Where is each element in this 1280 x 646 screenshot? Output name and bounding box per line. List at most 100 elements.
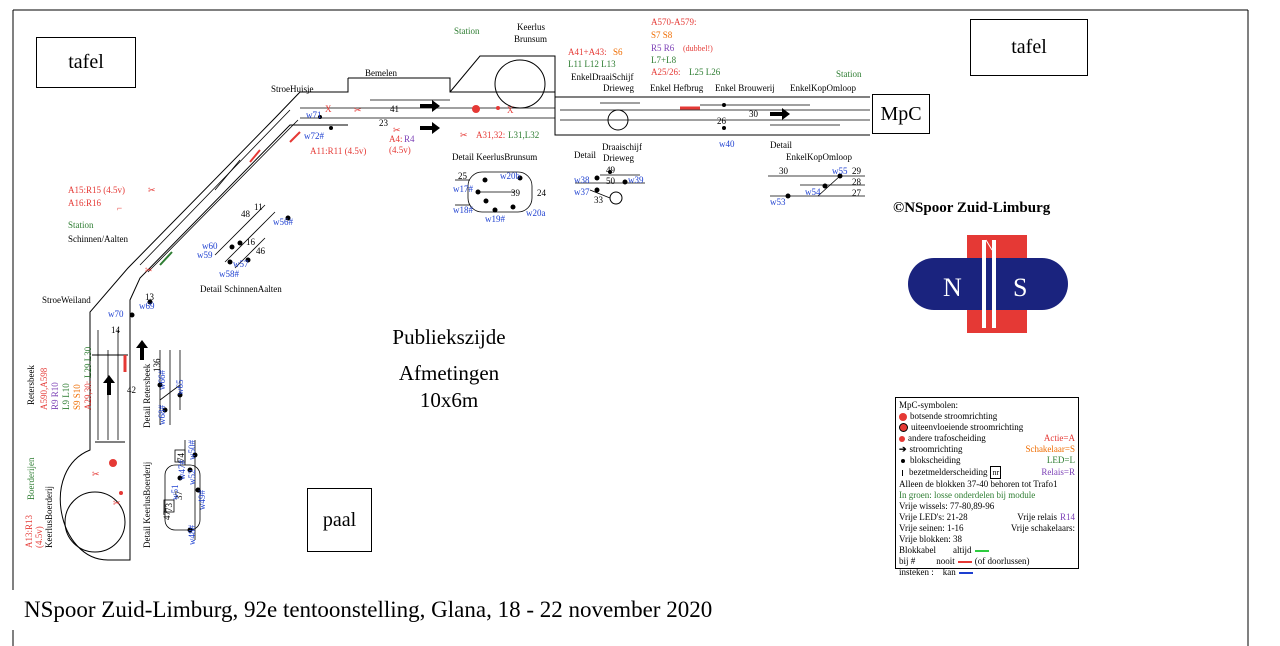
tafel-label: tafel bbox=[1011, 36, 1047, 58]
annotation-a570: A570-A579: bbox=[651, 17, 697, 27]
legend-text: Vrije LED's: 21-28 bbox=[899, 512, 968, 522]
svg-text:X: X bbox=[325, 104, 332, 114]
cable-green-swatch bbox=[974, 549, 989, 552]
annotation-ret-s: S9 S10 bbox=[72, 384, 82, 410]
block-number: 29 bbox=[852, 166, 862, 176]
wissel-label: w40 bbox=[719, 139, 735, 149]
wissel-label: w65 bbox=[175, 379, 185, 395]
track-lines bbox=[97, 99, 870, 440]
block-number: 33 bbox=[594, 195, 604, 205]
nr-box: nr bbox=[990, 466, 1002, 479]
label-station-top: Station bbox=[454, 26, 480, 36]
block-number: 30 bbox=[749, 109, 759, 119]
annotation-l11: L11 L12 L13 bbox=[568, 59, 616, 69]
detail-draaischijf-title: Detail bbox=[574, 150, 596, 160]
wissel-label: w58# bbox=[219, 269, 239, 279]
annotation-l7: L7+L8 bbox=[651, 55, 677, 65]
wissel-label: w70 bbox=[108, 309, 124, 319]
legend-text: nooit bbox=[936, 556, 955, 566]
block-number: 28 bbox=[852, 177, 862, 187]
legend-key: Actie=A bbox=[1043, 433, 1075, 443]
legend-item: Vrije seinen: 1-16 Vrije schakelaars: bbox=[899, 523, 1075, 534]
wissel-label: w68# bbox=[157, 405, 167, 425]
label-station-left: Station bbox=[68, 220, 94, 230]
wissel-label: w20a bbox=[526, 208, 546, 218]
legend-title: MpC-symbolen: bbox=[899, 400, 959, 410]
legend-text: Blokkabel bbox=[899, 545, 936, 555]
legend-key: Relais=R bbox=[1041, 467, 1075, 477]
turntable-icon bbox=[609, 191, 623, 205]
annotation-ret-a29: A29,30: bbox=[83, 381, 93, 410]
annotation-ret-r: R9 R10 bbox=[50, 382, 60, 410]
legend-note: Vrije wissels: 77-80,89-96 bbox=[899, 501, 995, 511]
annotation-a25: A25/26: bbox=[651, 67, 681, 77]
annotation-s7: S7 S8 bbox=[651, 30, 673, 40]
annotation-dubbel: (dubbel!) bbox=[683, 44, 713, 53]
annotation-r5: R5 R6 bbox=[651, 43, 675, 53]
center-line: 10x6m bbox=[419, 388, 479, 412]
svg-text:⌐: ⌐ bbox=[117, 203, 122, 213]
annotation-a11: A11:R11 (4.5v) bbox=[310, 146, 366, 156]
legend-text: kan bbox=[942, 567, 956, 577]
detail-keerlusbrunsum-title: Detail KeerlusBrunsum bbox=[452, 152, 537, 162]
legend-item: bezetmelderscheiding nr Relais=R bbox=[899, 466, 1075, 479]
wissel-label: w38 bbox=[574, 175, 590, 185]
label-keerlusboerderij: KeerlusBoerderij bbox=[44, 486, 54, 548]
legend-text: Vrije seinen: 1-16 bbox=[899, 523, 964, 533]
annotation-s6: S6 bbox=[613, 47, 623, 57]
detail-kopomloop-title: Detail bbox=[770, 140, 792, 150]
cable-blue-swatch bbox=[958, 571, 973, 574]
mpc-legend: MpC-symbolen: botsende stroomrichting ui… bbox=[895, 397, 1079, 577]
cable-red bbox=[289, 131, 301, 143]
detail-draaischijf-title: Drieweg bbox=[603, 153, 634, 163]
wissel-label: w18# bbox=[453, 205, 473, 215]
annotation-l25: L25 L26 bbox=[689, 67, 721, 77]
block-number: 16 bbox=[246, 237, 256, 247]
annotation-a4: A4: bbox=[389, 134, 403, 144]
annotation-ret-l: L9 L10 bbox=[61, 383, 71, 410]
mpc-box: MpC bbox=[872, 94, 930, 134]
label-enkelkopomloop: EnkelKopOmloop bbox=[790, 83, 856, 93]
block-number: 26 bbox=[717, 116, 727, 126]
wissel-label: w55 bbox=[832, 166, 848, 176]
block-number: 30 bbox=[779, 166, 789, 176]
wissel-label: w71 bbox=[306, 110, 322, 120]
tafel-box-left: tafel bbox=[36, 37, 136, 88]
block-number: 25 bbox=[458, 171, 468, 181]
block-number: 27 bbox=[852, 188, 862, 198]
detail-kopomloop-title: EnkelKopOmloop bbox=[786, 152, 852, 162]
center-title-1: Publiekszijde bbox=[383, 325, 515, 350]
wissel-label: w57 bbox=[233, 259, 249, 269]
center-line: Publiekszijde bbox=[392, 325, 506, 349]
annotation-a31: A31,32: bbox=[476, 130, 505, 140]
block-number: 48 bbox=[241, 209, 251, 219]
footer-caption: NSpoor Zuid-Limburg, 92e tentoonstelling… bbox=[24, 597, 713, 622]
legend-item: bij # nooit (of doorlussen) bbox=[899, 556, 1075, 567]
wissel-label: w52 bbox=[187, 470, 197, 486]
nspoor-logo: N S bbox=[908, 235, 1068, 333]
wissel-label: w66# bbox=[157, 370, 167, 390]
block-number: 23 bbox=[379, 118, 389, 128]
diverging-direction-icon bbox=[899, 423, 908, 432]
legend-item: blokscheiding LED=L bbox=[899, 455, 1075, 466]
wissel-label: w39 bbox=[628, 175, 644, 185]
block-number: 136 bbox=[152, 358, 162, 372]
wissel-label: w72# bbox=[304, 131, 324, 141]
legend-item: ➔ stroomrichting Schakelaar=S bbox=[899, 444, 1075, 455]
wissel-label: w69 bbox=[139, 301, 155, 311]
legend-text: andere trafoscheiding bbox=[908, 433, 986, 443]
wissel-labels: w71 w72# w40 w20b w17# w18# w19# w20a w3… bbox=[108, 110, 848, 545]
detail-schinnen-title: Detail SchinnenAalten bbox=[200, 284, 282, 294]
svg-text:✂: ✂ bbox=[145, 265, 153, 275]
block-number: 39 bbox=[511, 188, 521, 198]
annotation-l31: L31,L32 bbox=[508, 130, 539, 140]
cable-green bbox=[159, 251, 173, 266]
cable-red bbox=[249, 149, 261, 163]
legend-text: Vrije relais bbox=[1017, 512, 1057, 522]
legend-item: andere trafoscheiding Actie=A bbox=[899, 433, 1075, 444]
label-retersbeek: Retersbeek bbox=[26, 365, 36, 405]
label-stroeweiland: StroeWeiland bbox=[42, 295, 91, 305]
block-number: 50 bbox=[606, 176, 616, 186]
block-number: 47 bbox=[162, 511, 172, 521]
